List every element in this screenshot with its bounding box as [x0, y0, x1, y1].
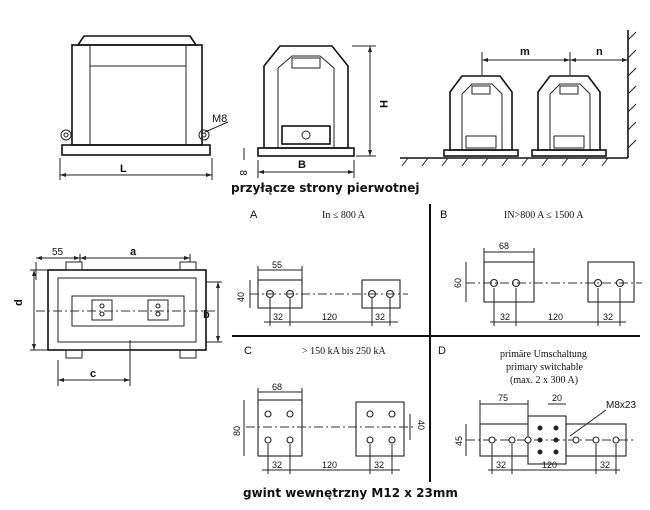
panel-d-condition-line-1: primäre Umschaltung [500, 349, 587, 360]
side-view: M8 L [59, 35, 229, 180]
panel-b-condition: IN>800 A ≤ 1500 A [504, 210, 584, 221]
panel-b-right-offset: 32 [603, 312, 613, 322]
panel-c-width: 68 [272, 382, 282, 392]
panel-b: B IN>800 A ≤ 1500 A 68 60 32 120 32 [440, 209, 642, 326]
length-label: L [120, 163, 127, 175]
panel-dividers [232, 204, 640, 482]
panel-a-left-offset: 32 [273, 312, 283, 322]
panel-c-spacing: 120 [322, 460, 337, 470]
panel-a-height: 40 [236, 292, 246, 302]
panel-c-right-offset: 32 [374, 460, 384, 470]
panel-d-height: 45 [454, 436, 464, 446]
panel-a: A In ≤ 800 A 55 40 32 120 32 [236, 209, 408, 326]
panel-c-condition: > 150 kA bis 250 kA [302, 346, 386, 357]
dim-a-label: a [130, 246, 137, 258]
base-label: 8 [237, 170, 248, 176]
height-label: H [377, 100, 389, 108]
panel-d-right-offset: 32 [600, 460, 610, 470]
dim-d-label: d [13, 299, 25, 306]
panel-b-height: 60 [453, 278, 463, 288]
width-label: B [298, 159, 306, 171]
panel-d-holes [488, 425, 620, 455]
front-view: H B 8 [237, 45, 389, 178]
bolt-label: M8 [212, 113, 227, 125]
panel-c-letter: C [244, 345, 252, 357]
dim-b-label: b [203, 309, 210, 321]
panel-d-left-offset: 32 [496, 460, 506, 470]
panel-d-condition-line-3: (max. 2 x 300 A) [510, 375, 578, 386]
panel-a-width: 55 [272, 260, 282, 270]
panel-c-left-offset: 32 [272, 460, 282, 470]
panel-d-spacing: 120 [542, 460, 557, 470]
spacing-m-label: m [520, 46, 530, 58]
dim-55-label: 55 [52, 247, 64, 258]
primary-connection-caption: przyłącze strony pierwotnej [231, 181, 420, 195]
panel-c: C > 150 kA bis 250 kA 68 80 40 32 120 32 [232, 345, 426, 474]
panel-d-letter: D [438, 345, 446, 357]
panel-a-spacing: 120 [322, 312, 337, 322]
panel-d-mid-width: 20 [552, 393, 562, 403]
panel-d-thread: M8x23 [606, 400, 636, 411]
panel-b-width: 68 [499, 241, 509, 251]
panel-c-side: 40 [416, 420, 426, 430]
panel-b-left-offset: 32 [500, 312, 510, 322]
panel-a-letter: A [250, 209, 258, 221]
dim-c-label: c [90, 368, 96, 380]
panel-c-left-holes [264, 410, 294, 444]
mounting-view: m n [400, 30, 637, 167]
panel-b-spacing: 120 [548, 312, 563, 322]
panel-c-height: 80 [232, 426, 242, 436]
base-plan-view: 55 a d b c [13, 246, 222, 386]
panel-d-condition-line-2: primary switchable [506, 362, 583, 373]
panel-a-condition: In ≤ 800 A [322, 210, 366, 221]
panel-b-letter: B [440, 209, 447, 221]
internal-thread-caption: gwint wewnętrzny M12 x 23mm [243, 486, 458, 500]
panel-c-right-holes [366, 410, 396, 444]
panel-d-width: 75 [498, 393, 508, 403]
spacing-n-label: n [596, 46, 603, 58]
panel-a-right-offset: 32 [375, 312, 385, 322]
panel-d: D primäre Umschaltung primary switchable… [438, 345, 636, 474]
